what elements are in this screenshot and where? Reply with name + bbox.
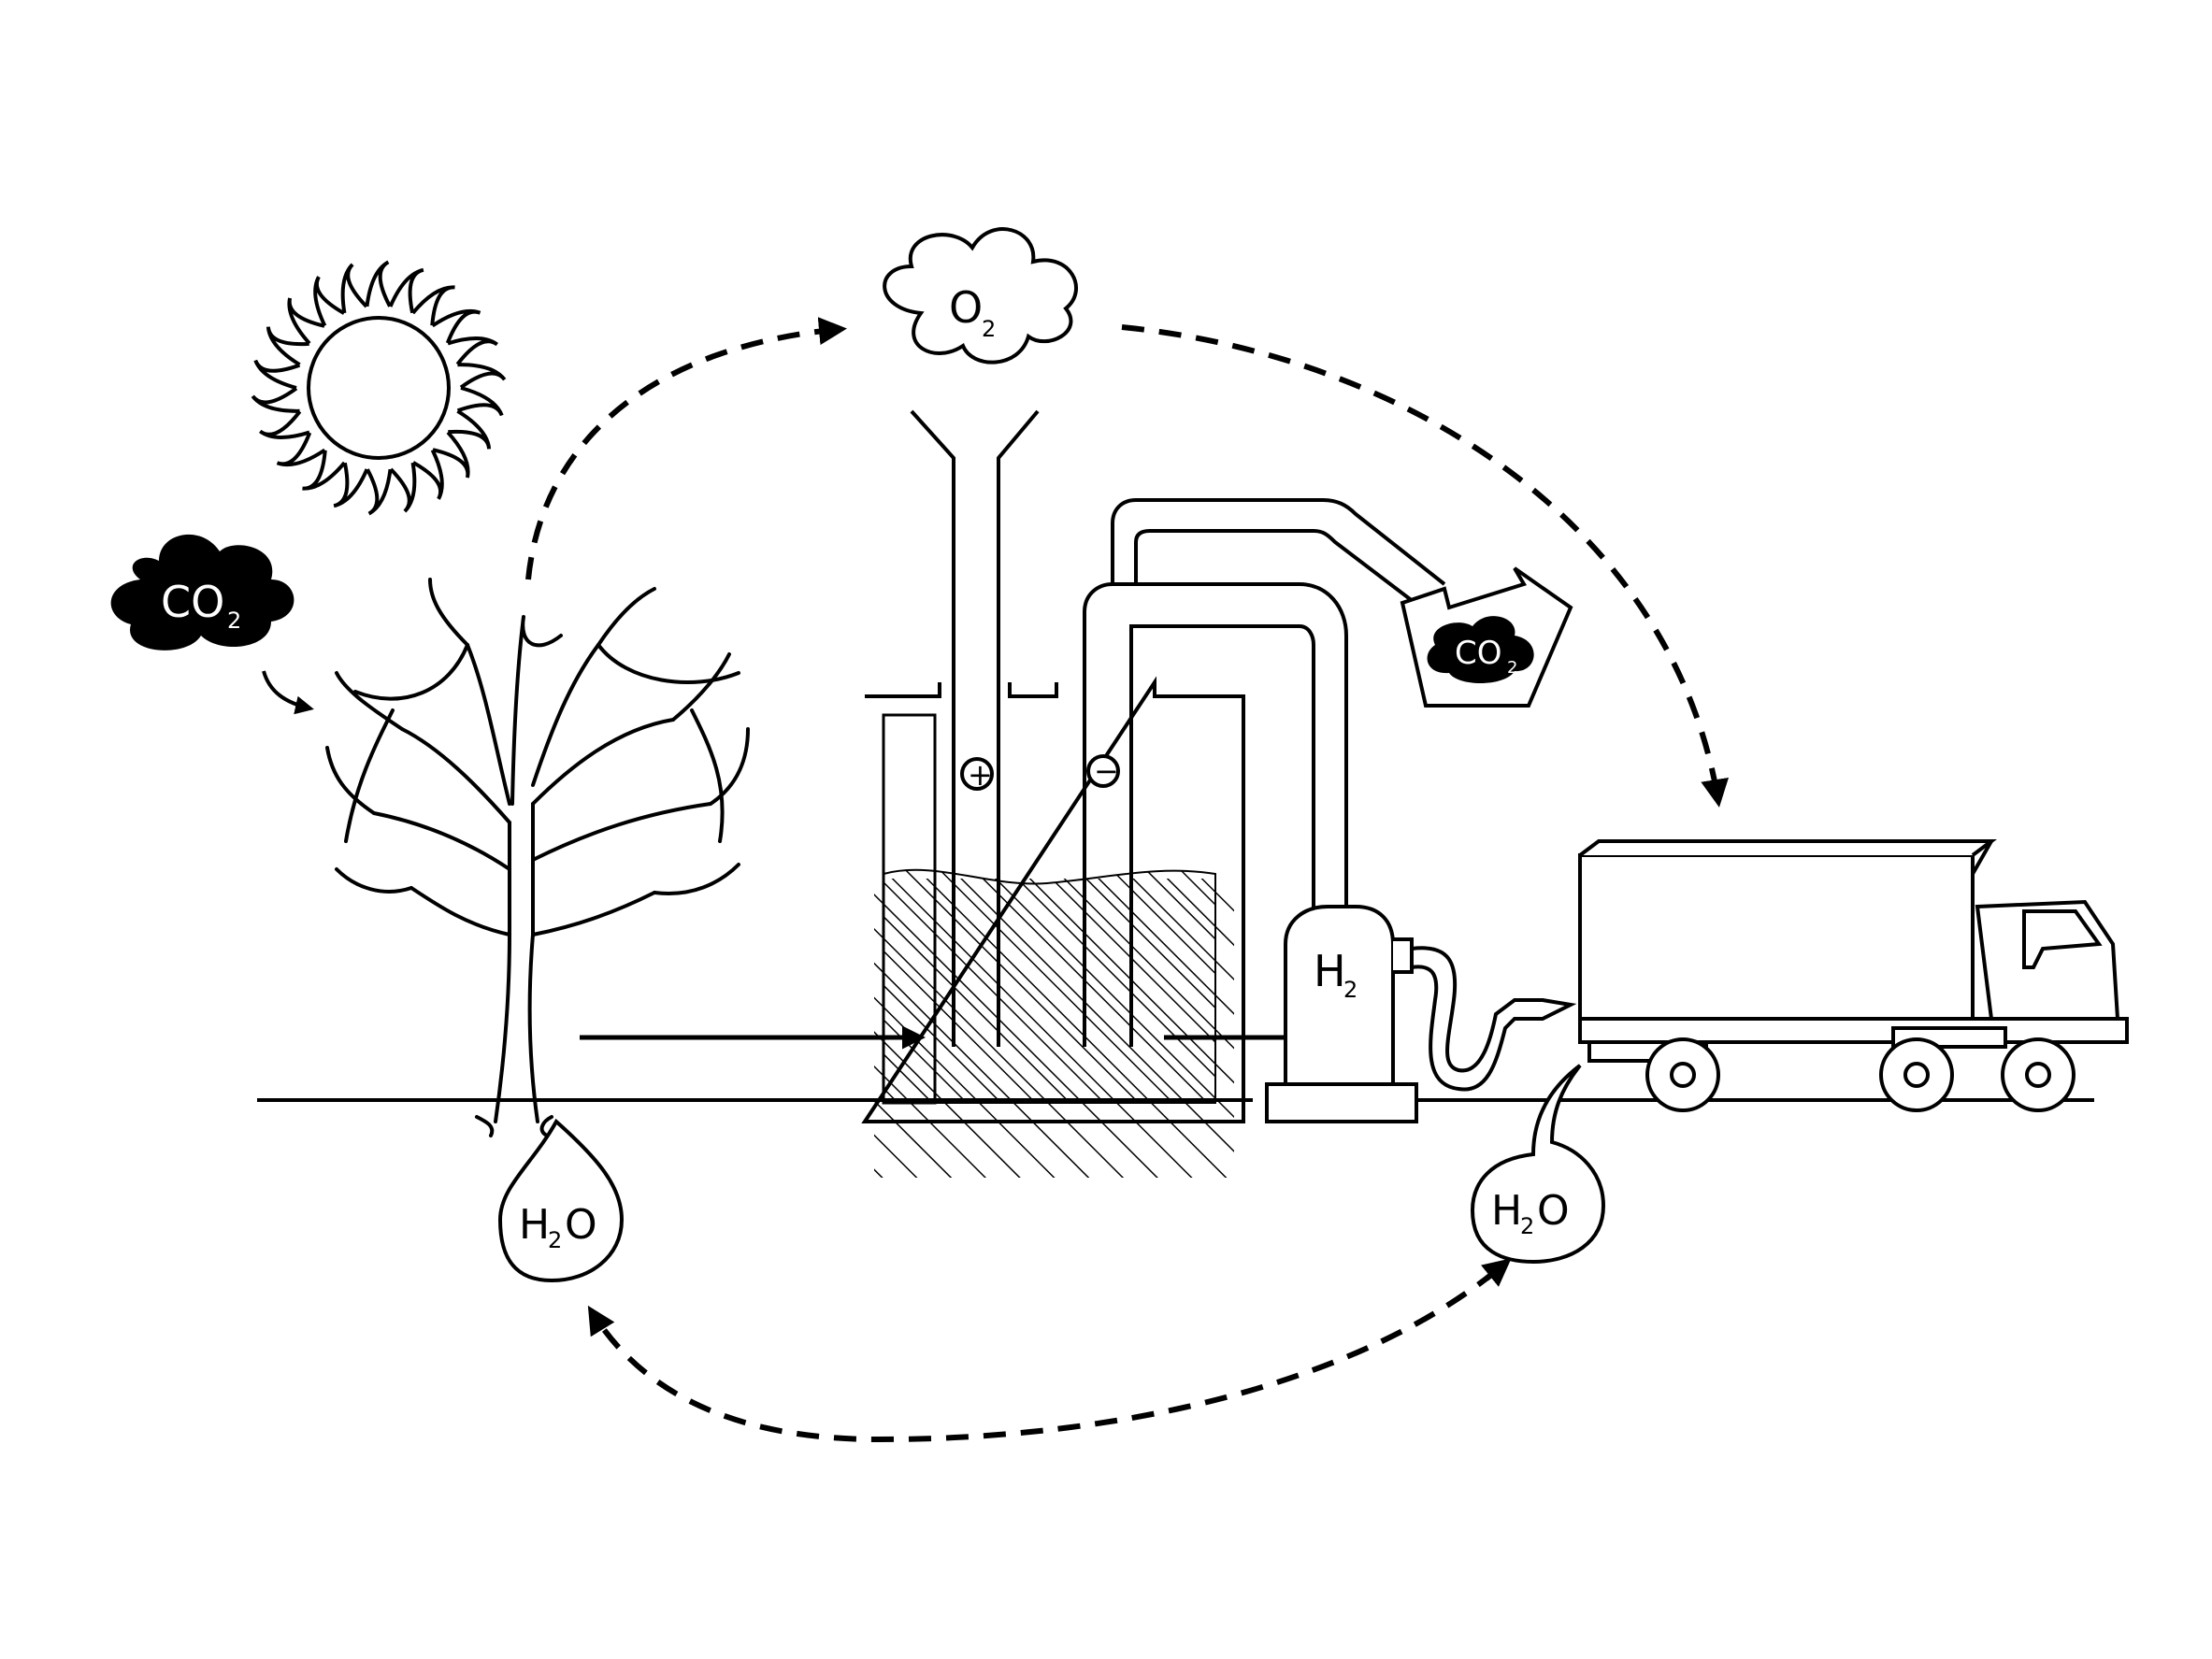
co2-capture-pipe — [1111, 498, 1446, 609]
hydrogen-pump: H 2 — [1265, 905, 1577, 1123]
h2o-truck-subscript: 2 — [1520, 1213, 1534, 1239]
sun-ray — [365, 260, 392, 307]
co2-left-subscript: 2 — [227, 608, 241, 634]
sun-icon — [251, 260, 507, 516]
co2-bin-icon: CO 2 — [1400, 566, 1573, 708]
h2o-drop-truck: H 2 O — [1470, 1064, 1606, 1265]
cathode-sign: − — [1094, 753, 1119, 789]
sun-ray — [313, 276, 345, 327]
sun-ray — [340, 263, 368, 314]
h2-pump-label: H — [1314, 946, 1346, 996]
co2-left-label: CO — [161, 577, 224, 627]
h2o-tree-label: H — [519, 1201, 550, 1249]
sun-ray — [366, 468, 393, 516]
co2-to-tree-arrow — [262, 670, 314, 715]
h2-pump-subscript: 2 — [1343, 977, 1357, 1003]
h2o-drop-tree: H 2 O — [497, 1118, 625, 1283]
h2o-tree-label-end: O — [565, 1201, 597, 1249]
water-return-arrow — [587, 1268, 1498, 1443]
tree-icon — [325, 578, 750, 1137]
cathode-electrode: − — [1083, 582, 1348, 1047]
sun-ray — [447, 336, 498, 365]
sun-ray — [251, 386, 300, 413]
sun-ray — [389, 462, 417, 513]
water-return-arrowhead-right — [1480, 1258, 1512, 1287]
o2-subscript: 2 — [982, 316, 996, 342]
o2-to-truck-arrow — [1121, 324, 1729, 808]
sun-ray — [457, 363, 507, 390]
sun-ray — [456, 386, 504, 417]
co2-cloud-icon: CO 2 — [110, 534, 294, 651]
truck-icon — [1578, 839, 2129, 1112]
co2-bin-subscript: 2 — [1507, 658, 1517, 678]
anode-sign: + — [968, 757, 993, 793]
sun-ray — [411, 285, 455, 326]
sun-ray — [412, 449, 444, 500]
sun-ray — [448, 409, 492, 450]
anode-electrode: + — [910, 409, 1040, 1047]
electrolyte-liquid — [883, 868, 1216, 1104]
sun-ray — [432, 431, 470, 479]
tree-to-o2-arrow — [525, 317, 847, 580]
h2o-truck-label: H — [1491, 1187, 1522, 1235]
sun-ray — [302, 450, 346, 491]
sun-ray — [253, 359, 301, 390]
sun-ray — [287, 297, 325, 345]
sun-ray — [266, 326, 309, 366]
co2-bin-label: CO — [1455, 635, 1502, 672]
h2o-tree-subscript: 2 — [548, 1227, 562, 1253]
h2o-truck-label-end: O — [1537, 1187, 1570, 1235]
o2-label: O — [949, 282, 983, 333]
sun-ray — [259, 410, 310, 439]
o2-cloud-icon: O 2 — [883, 227, 1078, 365]
